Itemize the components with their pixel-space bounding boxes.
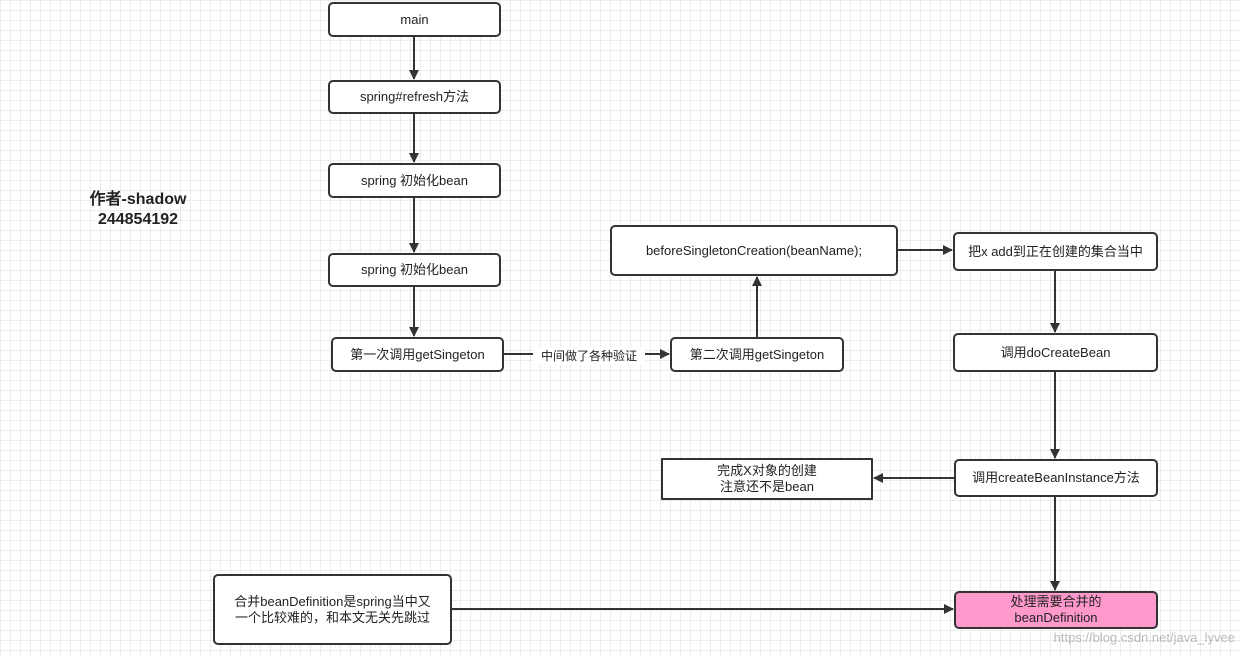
node-before-singleton-creation-text: beforeSingletonCreation(beanName); (645, 242, 863, 258)
node-init-bean-1-text: spring 初始化bean (361, 172, 468, 188)
node-first-get-singleton[interactable]: 第一次调用getSingeton (331, 337, 504, 372)
node-merge-note-text: 合并beanDefinition是spring当中又 一个比较难的，和本文无关先… (234, 593, 431, 625)
node-init-bean-1[interactable]: spring 初始化bean (328, 163, 501, 198)
node-refresh-text: spring#refresh方法 (359, 89, 470, 104)
node-main[interactable]: main (328, 2, 501, 37)
node-main-text: main (400, 11, 429, 27)
node-add-to-creating-set[interactable]: 把x add到正在创建的集合当中 (953, 232, 1158, 271)
watermark: https://blog.csdn.net/java_lyvee (1053, 630, 1235, 645)
node-init-bean-2-text: spring 初始化bean (361, 262, 468, 277)
node-create-bean-instance-text: 调用createBeanInstance方法 (972, 470, 1140, 485)
node-create-bean-instance[interactable]: 调用createBeanInstance方法 (954, 459, 1158, 497)
node-do-create-bean-text: 调用doCreateBean (1000, 344, 1111, 360)
node-init-bean-2[interactable]: spring 初始化bean (328, 253, 501, 287)
author-label: 作者-shadow 244854192 (89, 191, 187, 228)
node-object-created-text: 完成X对象的创建 注意还不是bean (717, 463, 817, 494)
node-object-created[interactable]: 完成X对象的创建 注意还不是bean (661, 458, 873, 500)
node-first-get-singleton-text: 第一次调用getSingeton (350, 346, 485, 362)
node-add-to-creating-set-text: 把x add到正在创建的集合当中 (968, 243, 1143, 259)
node-second-get-singleton-text: 第二次调用getSingeton (689, 346, 825, 362)
edge-label-validation: 中间做了各种验证 (533, 347, 645, 365)
node-before-singleton-creation[interactable]: beforeSingletonCreation(beanName); (610, 225, 898, 276)
node-second-get-singleton[interactable]: 第二次调用getSingeton (670, 337, 844, 372)
node-merge-bean-definition-text: 处理需要合并的 beanDefinition (1010, 594, 1102, 625)
node-refresh[interactable]: spring#refresh方法 (328, 80, 501, 114)
node-merge-bean-definition[interactable]: 处理需要合并的 beanDefinition (954, 591, 1158, 629)
node-do-create-bean[interactable]: 调用doCreateBean (953, 333, 1158, 372)
node-merge-note[interactable]: 合并beanDefinition是spring当中又 一个比较难的，和本文无关先… (213, 574, 452, 645)
